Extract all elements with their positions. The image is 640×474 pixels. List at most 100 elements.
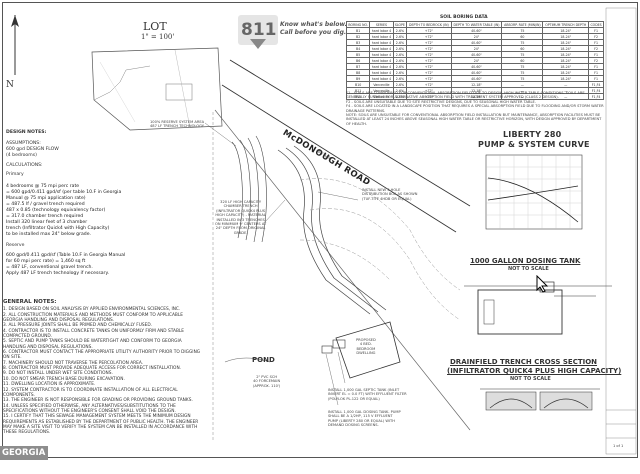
calc-line: = 600 gpd/0.411 gpd/sf (per table 10.F i… [6, 190, 122, 195]
callout-line: CHAMBER TRENCH [223, 204, 258, 209]
label-line: (APPROX. 110') [253, 383, 281, 388]
road-edge [229, 59, 471, 207]
lot-scale: 1" = 100' [141, 33, 175, 41]
callout-line: 100% RESERVE SYSTEM AREA [150, 120, 205, 124]
dwelling-label: PROPOSED 4 BED. BEDROOM DWELLING [356, 338, 376, 356]
callout-line: 487 LF TRENCH TECHNOLOGY [150, 124, 204, 129]
calc-line: 487 x 0.85 (technology equivalency facto… [6, 208, 106, 213]
callout-line: (INFILTRATOR QUICK4 PLUS [216, 208, 266, 213]
callout-line: HIGH CAPACITY) - MATERIAL [215, 213, 266, 218]
callout-line: INSTALL 1,000 GAL SEPTIC TANK (INLET [328, 388, 400, 392]
callout-line: DISTRIBUTION BOX AS SHOWN [362, 192, 418, 197]
trench-cross-section [480, 388, 600, 411]
dosing-tank-title: 1000 GALLON DOSING TANK [470, 257, 581, 265]
note-item: 8. CONTRACTOR MUST PROVIDE ADEQUATE ACCE… [3, 366, 182, 372]
north-arrow-icon [11, 15, 19, 75]
pond-label: POND [252, 356, 275, 364]
callout-line: INSTALL 1,000 GAL DOSING TANK. PUMP [328, 410, 401, 414]
callout-line: INSTALLED IN 3 TRENCHES [216, 217, 265, 222]
primary-title: Primary [6, 172, 24, 177]
note-item: 3. ALL PRESSURE JOINTS SHALL BE PRIMED A… [3, 323, 153, 329]
calc-line: 600 gpd/0.411 gpd/sf (Table 10.F in Geor… [6, 253, 126, 258]
svg-text:811: 811 [241, 20, 277, 40]
callout-leaders [204, 122, 359, 406]
table-header-row: BORING NO. SERIES SLOPE DEPTH TO BEDROCK… [345, 21, 604, 28]
dosing-tank-scale: NOT TO SCALE [508, 266, 549, 272]
callout-line: 24" DEPTH FROM ORIGINAL [215, 226, 266, 231]
note-item: 6. CONTRACTOR MUST CONTACT THE APPROPRIA… [3, 350, 201, 361]
trench-section-scale: NOT TO SCALE [510, 376, 551, 382]
pond-edge [224, 357, 271, 363]
callout-line: INSTALL NEW 3 HOLE [362, 188, 401, 192]
table-cell: B12 [345, 93, 371, 100]
note-item: 10. DO NOT SMEAR TRENCH BASE DURING EXCA… [3, 376, 125, 382]
call-811-line1: Know what's below. [280, 21, 347, 28]
general-notes: GENERAL NOTES: 1. DESIGN BASED ON SOIL A… [3, 299, 203, 436]
table-cell: Vanceville [369, 93, 394, 100]
callout-line: PUMP (LIBERTY 280 OR EQUAL) WITH [328, 418, 395, 423]
dosing-tank [321, 345, 333, 354]
septic-tank [332, 339, 346, 349]
calc-line: Manual @ 75 mpi application rate) [6, 196, 86, 201]
note-item: 4. CONTRACTOR IS TO INSTALL CONCRETE TAN… [3, 328, 184, 340]
reserve-callout: 100% RESERVE SYSTEM AREA 487 LF TRENCH T… [150, 120, 204, 129]
forcemain-label: 2" PVC SCH 40 FORCEMAIN (APPROX. 110') [253, 375, 280, 388]
callout-line: (POLYLOK PL-122 OR EQUAL) [328, 396, 380, 401]
callout-line: GRADE. [233, 230, 248, 235]
chamber-trenches [277, 145, 387, 315]
note-item: 9. DO NOT INSTALL UNDER WET SITE CONDITI… [3, 371, 113, 377]
label-line: DWELLING [356, 351, 376, 356]
footnote: F1 - SOILS ARE CONSIDERED FOR CONVENTION… [346, 91, 585, 100]
label-line: 4 BED. [359, 342, 372, 347]
callout-line: DEMAND DOSING SCREENS. [328, 423, 379, 428]
soil-boring-title: SOIL BORING DATA [440, 15, 488, 20]
reserve-title: Reserve [6, 243, 25, 248]
note-item: 5. SEPTIC AND PUMP TANKS SHOULD BE WATER… [3, 339, 182, 350]
callout-line: ON MINIMUM 9' CENTERS AT [215, 222, 267, 227]
footnote: F4 - SOILS ARE LOCATED IN A LANDSCAPE PO… [346, 104, 604, 113]
distribution-box-callout: INSTALL NEW 3 HOLE DISTRIBUTION BOX AS S… [362, 188, 417, 201]
table-cell: F1,F4 [588, 93, 604, 100]
title-block [605, 7, 637, 455]
note-item: 12. SYSTEM CONTRACTOR IS TO COORDINATE I… [3, 387, 178, 398]
calc-line: trench (Infiltrator Quick4 with High Cap… [6, 226, 110, 231]
lot-title: LOT [143, 20, 167, 33]
contours [299, 178, 461, 321]
dosing-tank-callout: INSTALL 1,000 GAL DOSING TANK. PUMP SHAL… [328, 410, 401, 428]
sheet-border [2, 2, 638, 458]
assumption-line: 600 gpd DESIGN FLOW [6, 147, 59, 152]
note-item: 1. DESIGN BASED ON SOIL ANALYSIS BY APPL… [3, 307, 181, 313]
label-line: PROPOSED [356, 338, 376, 342]
callout-line: SHALL BE A 1/2HP, 115 V EFFLUENT [328, 414, 393, 419]
pump-chart-title: LIBERTY 280 [503, 130, 562, 139]
note-item: 11. DWELLING LOCATION IS APPROXIMATE. [3, 382, 96, 388]
note-item: 7. MACHINERY SHOULD NOT TRAVERSE THE PER… [3, 360, 144, 366]
road-edge [221, 84, 457, 233]
sheet-number: 1 of 1 [613, 444, 624, 448]
proposed-dwelling [335, 321, 401, 379]
footnote: NOTE: SOILS ARE UNSUITABLE FOR CONVENTIO… [346, 113, 602, 126]
mls-watermark: GEORGIA MLS [0, 446, 48, 472]
soil-boring-footnotes: F1 - SOILS ARE CONSIDERED FOR CONVENTION… [346, 91, 604, 126]
calc-line: = 317.0 chamber trench required [6, 214, 84, 219]
mouse-cursor-icon [536, 275, 548, 293]
primary-calculation: 4 bedrooms @ 75 mpi perc rate= 600 gpd/0… [6, 184, 121, 238]
table-cell: — [542, 93, 590, 100]
label-line: BEDROOM [356, 346, 376, 351]
design-notes-title: DESIGN NOTES: [6, 130, 47, 135]
callout-line: 320 LF HIGH CAPACITY [220, 200, 262, 204]
call-811-line2: Call before you dig. [280, 29, 347, 36]
north-label: N [6, 80, 14, 90]
property-line [214, 109, 471, 431]
trench-section-subtitle: (INFILTRATOR QUICK4 PLUS HIGH CAPACITY) [447, 367, 622, 375]
lot-vignette [91, 47, 223, 131]
assumption-line: (4 bedrooms) [6, 153, 37, 158]
label-line: 2" PVC SCH [256, 375, 278, 379]
calc-line: Install 320 linear feet of 3 chamber [6, 220, 88, 225]
calc-line: = 487.5 lf / gravel trench required [6, 202, 85, 207]
trench-section-title: DRAINFIELD TRENCH CROSS SECTION [450, 358, 598, 366]
calc-line: 4 bedrooms @ 75 mpi perc rate [6, 184, 80, 189]
